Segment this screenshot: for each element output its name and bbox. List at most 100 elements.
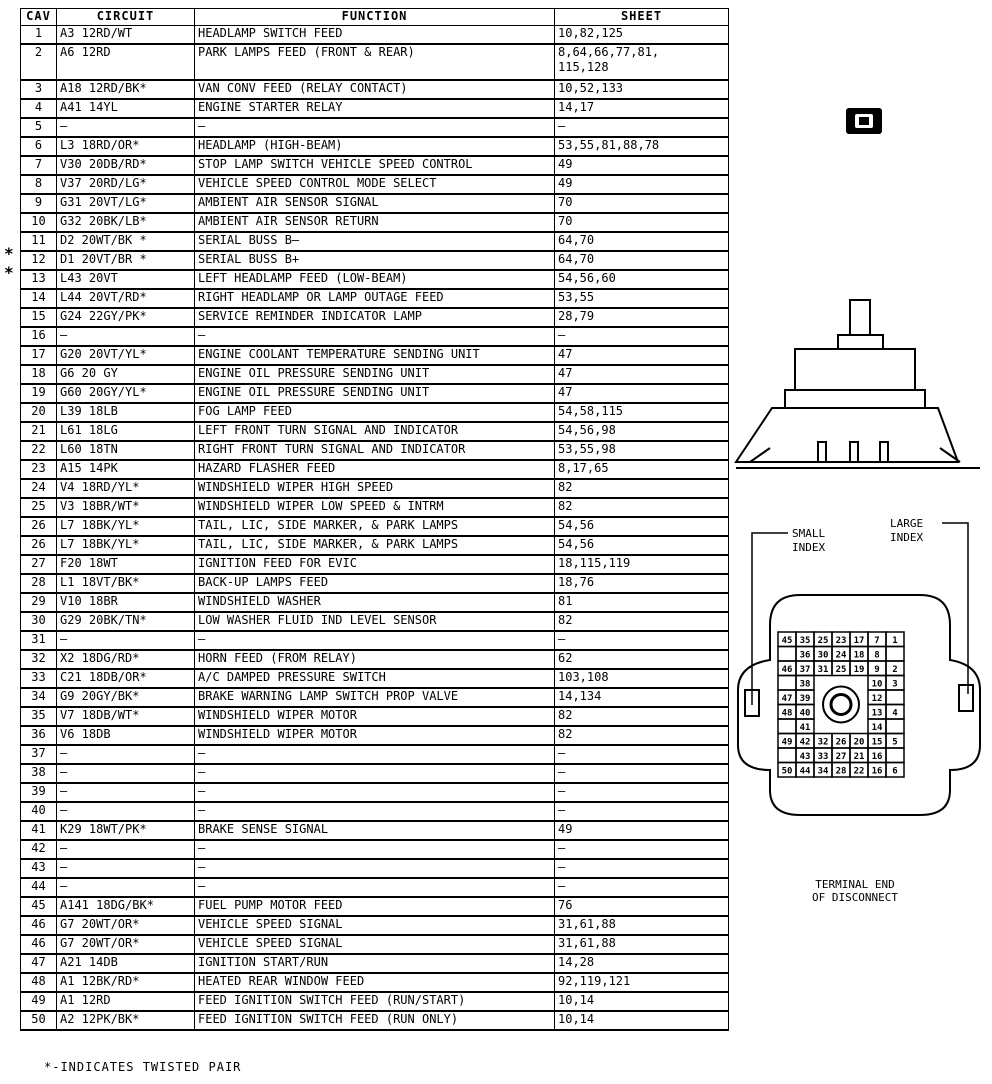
function-cell: ENGINE OIL PRESSURE SENDING UNIT	[194, 364, 555, 385]
terminal-number: 16	[872, 752, 883, 762]
cav-cell: 47	[20, 953, 57, 974]
cav-cell: 39	[20, 782, 57, 803]
sheet-cell: —	[554, 326, 729, 347]
terminal-number: 36	[800, 651, 811, 661]
circuit-cell: V6 18DB	[56, 725, 195, 746]
cav-cell: 27	[20, 554, 57, 575]
header-circuit: CIRCUIT	[56, 8, 195, 26]
circuit-cell: —	[56, 877, 195, 898]
table-header-row: CAV CIRCUIT FUNCTION SHEET	[20, 8, 729, 26]
circuit-cell: V30 20DB/RD*	[56, 155, 195, 176]
function-cell: VEHICLE SPEED CONTROL MODE SELECT	[194, 174, 555, 195]
function-cell: RIGHT HEADLAMP OR LAMP OUTAGE FEED	[194, 288, 555, 309]
sheet-cell: 31,61,88	[554, 915, 729, 936]
terminal-number: 43	[800, 752, 811, 762]
terminal-number: 23	[836, 636, 847, 646]
terminal-cavity	[885, 761, 905, 778]
function-cell: BRAKE WARNING LAMP SWITCH PROP VALVE	[194, 687, 555, 708]
sheet-cell: 47	[554, 345, 729, 366]
sheet-cell: 70	[554, 212, 729, 233]
cav-cell: 23	[20, 459, 57, 480]
function-cell: ENGINE COOLANT TEMPERATURE SENDING UNIT	[194, 345, 555, 366]
sheet-cell: —	[554, 744, 729, 765]
circuit-cell: L61 18LG	[56, 421, 195, 442]
cav-cell: 16	[20, 326, 57, 347]
terminal-cavity	[777, 747, 797, 764]
circuit-cell: A15 14PK	[56, 459, 195, 480]
terminal-number: 25	[818, 636, 829, 646]
function-cell: SERVICE REMINDER INDICATOR LAMP	[194, 307, 555, 328]
twisted-pair-marker: *	[4, 244, 14, 263]
terminal-number: 33	[818, 752, 829, 762]
function-cell: —	[194, 877, 555, 898]
function-cell: VAN CONV FEED (RELAY CONTACT)	[194, 79, 555, 100]
terminal-number: 3	[892, 680, 897, 690]
function-cell: SERIAL BUSS B—	[194, 231, 555, 252]
terminal-number: 22	[854, 767, 865, 777]
sheet-cell: —	[554, 858, 729, 879]
terminal-cavity	[885, 689, 905, 706]
circuit-cell: A41 14YL	[56, 98, 195, 119]
connector-face-icon	[846, 108, 882, 134]
circuit-cell: L7 18BK/YL*	[56, 535, 195, 556]
cav-cell: 6	[20, 136, 57, 157]
terminal-number: 50	[782, 767, 793, 777]
circuit-cell: G24 22GY/PK*	[56, 307, 195, 328]
sheet-cell: 10,82,125	[554, 25, 729, 45]
small-index-label: INDEX	[792, 541, 825, 554]
sheet-cell: 49	[554, 174, 729, 195]
cav-cell: 20	[20, 402, 57, 423]
terminal-number: 18	[854, 651, 865, 661]
circuit-cell: —	[56, 801, 195, 822]
cav-cell: 45	[20, 896, 57, 917]
cav-cell: 37	[20, 744, 57, 765]
terminal-number: 27	[836, 752, 847, 762]
circuit-cell: A3 12RD/WT	[56, 25, 195, 45]
center-bolt-inner	[829, 693, 853, 716]
sheet-cell: 49	[554, 820, 729, 841]
terminal-number: 46	[782, 665, 793, 675]
sheet-cell: 8,64,66,77,81, 115,128	[554, 43, 729, 81]
terminal-cavity	[885, 645, 905, 662]
function-cell: —	[194, 763, 555, 784]
table-row: 42———	[20, 839, 729, 860]
cav-cell: 42	[20, 839, 57, 860]
circuit-cell: V10 18BR	[56, 592, 195, 613]
sheet-cell: 54,56,60	[554, 269, 729, 290]
cav-cell: 5	[20, 117, 57, 138]
function-cell: LEFT FRONT TURN SIGNAL AND INDICATOR	[194, 421, 555, 442]
index-leader-lines	[751, 522, 969, 705]
large-index-label: INDEX	[890, 531, 923, 544]
cav-cell: 31	[20, 630, 57, 651]
terminal-cavity	[777, 718, 797, 735]
terminal-number: 38	[800, 680, 811, 690]
circuit-cell: A1 12RD	[56, 991, 195, 1012]
table-row: 31———	[20, 630, 729, 651]
terminal-number: 39	[800, 694, 811, 704]
terminal-number: 37	[800, 665, 811, 675]
circuit-cell: —	[56, 763, 195, 784]
terminal-number: 20	[854, 738, 865, 748]
circuit-cell: A141 18DG/BK*	[56, 896, 195, 917]
circuit-cell: V4 18RD/YL*	[56, 478, 195, 499]
circuit-cell: —	[56, 326, 195, 347]
terminal-number: 25	[836, 665, 847, 675]
terminal-number: 49	[782, 738, 793, 748]
